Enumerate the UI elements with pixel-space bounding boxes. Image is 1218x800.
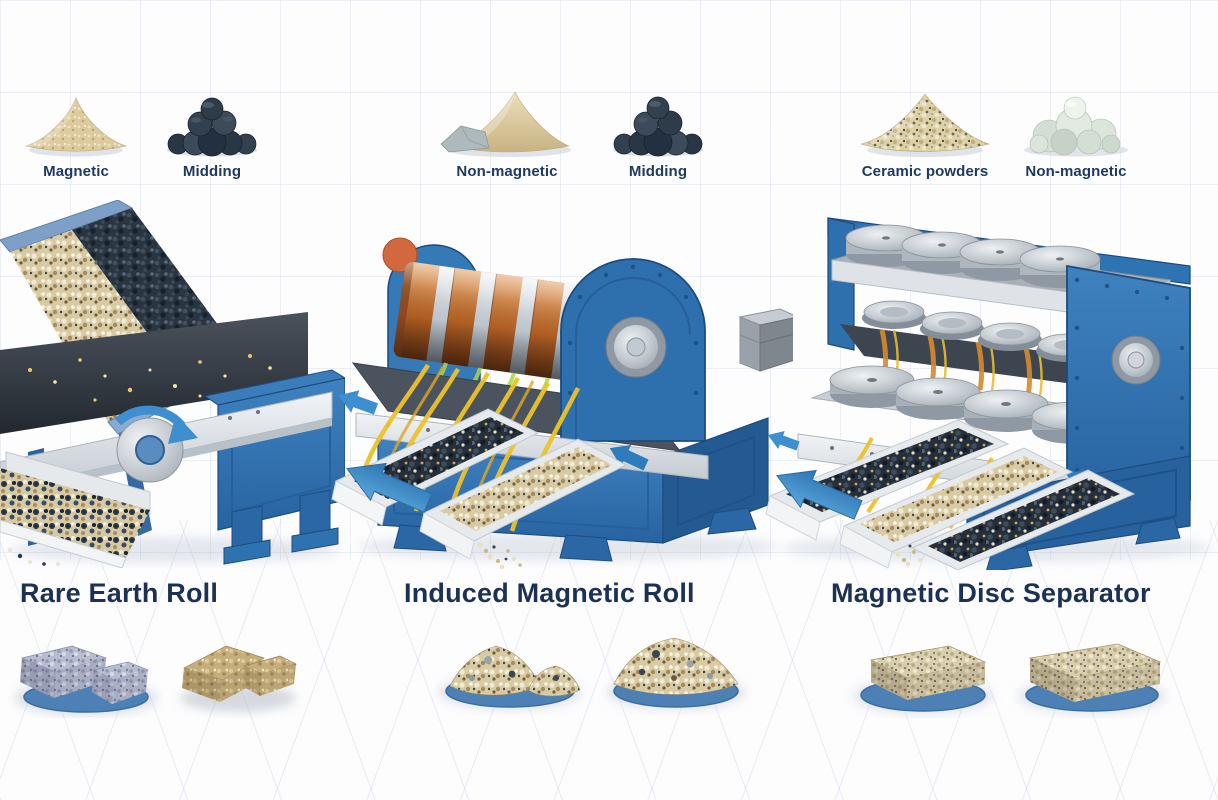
magnetic-disc-separator-machine [762,208,1218,575]
speckled-stone-slab-icon [1018,643,1166,714]
ceramic-powder-pile-icon [860,93,990,157]
gray-speckled-blocks-icon [14,645,158,716]
machine-title: Magnetic Disc Separator [831,578,1151,608]
top-disc-row [845,224,1101,288]
material-magnetic: Magnetic [15,88,137,180]
material-label: Non-magnetic [456,163,558,180]
gravel-pile-icon [606,637,746,710]
material-label: Midding [628,163,688,180]
dark-rock-pile-icon [167,97,257,157]
rare-earth-roll-machine [0,199,347,573]
material-non-magnetic: Non-magnetic [424,84,590,180]
product-speckled-slab-2 [1008,614,1178,723]
speckled-stone-slab-icon [853,645,993,714]
material-label: Magnetic [43,163,109,180]
gravel-pile-double-icon [438,645,582,710]
material-label: Midding [182,163,242,180]
material-ceramic-powders: Ceramic powders [844,84,1006,180]
material-label: Non-magnetic [1025,163,1127,180]
material-midding-1: Midding [148,88,276,180]
pale-mineral-pile-icon [1024,96,1128,157]
sand-pile-icon [24,97,128,157]
dark-rock-pile-icon [613,96,703,157]
material-non-magnetic-2: Non-magnetic [1000,86,1152,180]
product-gravel-pile [598,612,753,721]
front-disc-row [829,365,1117,444]
material-midding-2: Midding [594,88,722,180]
machine-title: Induced Magnetic Roll [404,578,695,608]
tan-mineral-blocks-icon [180,645,297,712]
product-speckled-slab-1 [845,618,1005,723]
material-label: Ceramic powders [861,163,989,180]
sand-pile-with-rock-icon [440,91,571,157]
product-gray-blocks [8,618,163,723]
product-tan-blocks [168,618,308,723]
roller-rotation-arrow-icon [114,405,198,444]
induced-magnetic-roll-machine [328,213,800,574]
flow-arrow-small-icon [764,426,802,456]
machine-title: Rare Earth Roll [20,578,219,608]
product-gravel-piles [428,616,593,721]
